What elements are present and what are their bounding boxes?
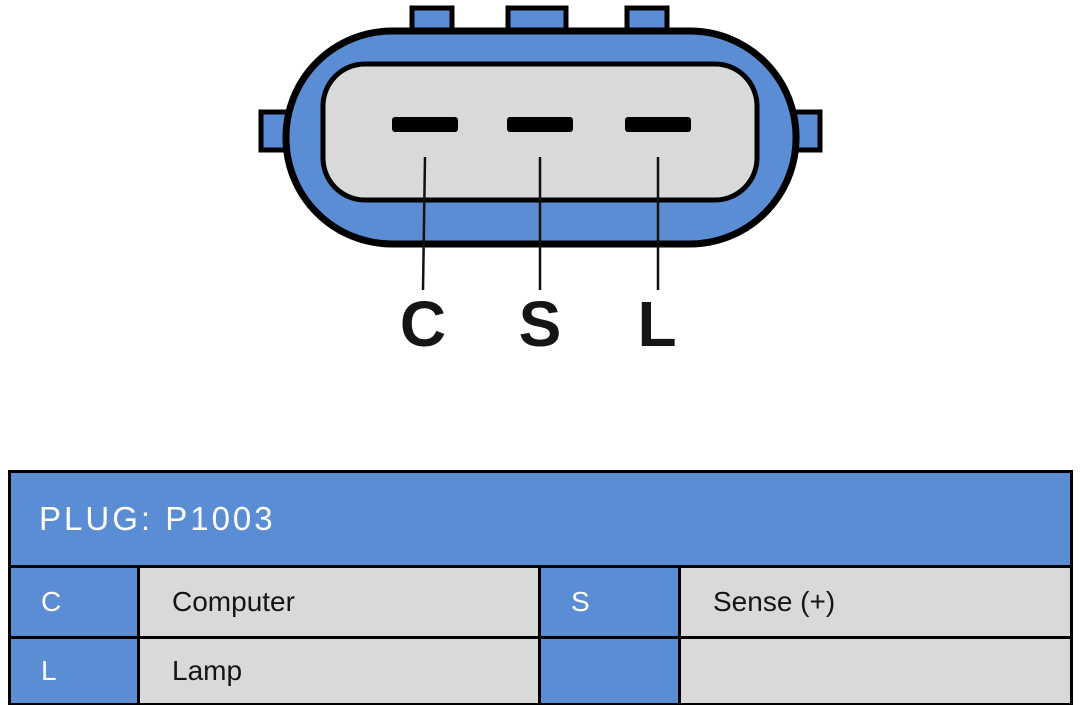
value-cell-empty <box>678 636 1073 705</box>
table-row: C Computer S Sense (+) <box>8 565 1073 639</box>
table-title: PLUG: P1003 <box>8 470 1073 568</box>
value-cell-computer: Computer <box>137 565 541 639</box>
key-cell-empty <box>538 636 681 705</box>
pin-slot-l <box>625 117 691 132</box>
pin-slot-c <box>392 117 458 132</box>
table-title-row: PLUG: P1003 <box>8 470 1073 568</box>
pin-label-l: L <box>637 288 677 360</box>
key-cell-s: S <box>538 565 681 639</box>
value-cell-lamp: Lamp <box>137 636 541 705</box>
pin-label-c: C <box>399 288 447 360</box>
key-cell-c: C <box>8 565 140 639</box>
plug-table: PLUG: P1003 C Computer S Sense (+) L Lam… <box>8 470 1073 705</box>
key-cell-l: L <box>8 636 140 705</box>
connector-diagram <box>258 5 823 291</box>
pin-label-s: S <box>518 288 562 360</box>
table-row: L Lamp <box>8 636 1073 705</box>
leader-line-c <box>421 156 427 291</box>
value-cell-sense: Sense (+) <box>678 565 1073 639</box>
pin-slot-s <box>507 117 573 132</box>
